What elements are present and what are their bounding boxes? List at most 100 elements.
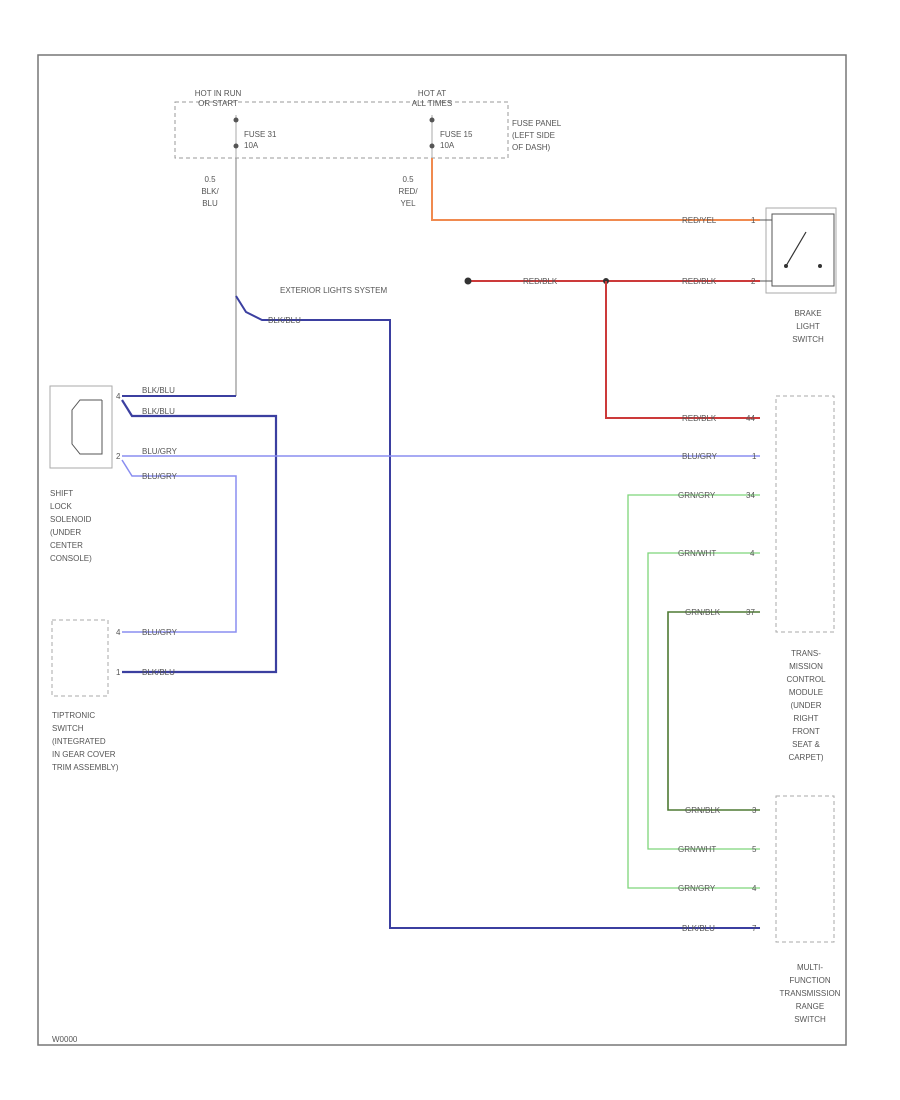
brake-light-switch bbox=[765, 207, 837, 294]
tiptronic-switch bbox=[51, 619, 109, 697]
fuse-panel-box bbox=[174, 101, 509, 159]
mf-pin-1: 3 bbox=[752, 806, 757, 815]
brake-switch-label-3: SWITCH bbox=[792, 335, 824, 344]
brake-pin-1: 1 bbox=[751, 216, 756, 225]
red-blk-wire-drop bbox=[605, 281, 760, 419]
grn-wht-wire bbox=[647, 552, 760, 850]
shift-lock-label-3: SOLENOID bbox=[50, 515, 92, 524]
left-fuse-label-1: FUSE 31 bbox=[244, 130, 277, 139]
right-power-label-2: ALL TIMES bbox=[412, 99, 452, 108]
right-fuse-contact-bottom bbox=[429, 143, 435, 149]
red-blk-tcm-label: RED/BLK bbox=[682, 414, 717, 423]
solenoid-coil bbox=[71, 399, 103, 455]
brake-switch-label-2: LIGHT bbox=[796, 322, 820, 331]
tcm-pin-blk: 37 bbox=[746, 608, 755, 617]
transmission-control-module bbox=[775, 395, 835, 633]
shift-wire-2-label: BLK/BLU bbox=[142, 407, 175, 416]
fuse-panel-label-3: OF DASH) bbox=[512, 143, 551, 152]
tcm-label-1: TRANS- bbox=[791, 649, 821, 658]
left-fuse-contact-top bbox=[233, 117, 239, 123]
mfs-label-5: SWITCH bbox=[794, 1015, 826, 1024]
brake-pin-2: 2 bbox=[751, 277, 756, 286]
blu-gry-tcm-label: BLU/GRY bbox=[682, 452, 718, 461]
shift-pin-1: 4 bbox=[116, 392, 121, 401]
mf-pin-4: 7 bbox=[752, 924, 757, 933]
left-power-label-2: OR START bbox=[198, 99, 238, 108]
brake-switch-contact bbox=[785, 231, 807, 267]
grn-wht-1-label: GRN/WHT bbox=[678, 549, 716, 558]
tip-wire-1-label: BLU/GRY bbox=[142, 628, 178, 637]
brake-switch-terminal bbox=[818, 264, 822, 268]
brake-switch-pivot bbox=[784, 264, 788, 268]
tip-pin-1: 4 bbox=[116, 628, 121, 637]
tcm-pin-red: 44 bbox=[746, 414, 755, 423]
right-drop-label-2: RED/ bbox=[398, 187, 418, 196]
tiptronic-label-1: TIPTRONIC bbox=[52, 711, 95, 720]
tcm-label-4: MODULE bbox=[789, 688, 823, 697]
left-drop-label-1: 0.5 bbox=[204, 175, 216, 184]
shift-lock-label-1: SHIFT bbox=[50, 489, 73, 498]
tiptronic-label-5: TRIM ASSEMBLY) bbox=[52, 763, 119, 772]
grn-blk-2-label: GRN/BLK bbox=[685, 806, 721, 815]
right-drop-label-3: YEL bbox=[400, 199, 416, 208]
right-fuse-label-1: FUSE 15 bbox=[440, 130, 473, 139]
mfs-label-1: MULTI- bbox=[797, 963, 823, 972]
tcm-label-5: (UNDER bbox=[790, 701, 821, 710]
fuse-panel-label-2: (LEFT SIDE bbox=[512, 131, 555, 140]
shift-wire-4 bbox=[121, 459, 237, 633]
red-yel-label: RED/YEL bbox=[682, 216, 717, 225]
shift-wire-4-label: BLU/GRY bbox=[142, 472, 178, 481]
red-blk-left-label: RED/BLK bbox=[523, 277, 558, 286]
brake-switch-inner bbox=[771, 213, 835, 287]
left-fuse-contact-bottom bbox=[233, 143, 239, 149]
mf-pin-3: 4 bbox=[752, 884, 757, 893]
grn-gry-2-label: GRN/GRY bbox=[678, 884, 716, 893]
left-power-label-1: HOT IN RUN bbox=[195, 89, 242, 98]
shift-lock-solenoid bbox=[49, 385, 113, 469]
shift-wire-3-label: BLU/GRY bbox=[142, 447, 178, 456]
fuse-panel-label-1: FUSE PANEL bbox=[512, 119, 562, 128]
exterior-lights-arrow bbox=[464, 277, 472, 285]
tcm-pin-blu: 1 bbox=[752, 452, 757, 461]
tcm-pin-wht: 4 bbox=[750, 549, 755, 558]
shift-lock-label-6: CONSOLE) bbox=[50, 554, 92, 563]
mf-pin-2: 5 bbox=[752, 845, 757, 854]
tiptronic-label-3: (INTEGRATED bbox=[52, 737, 106, 746]
shift-pin-3: 2 bbox=[116, 452, 121, 461]
tcm-label-6: RIGHT bbox=[794, 714, 819, 723]
red-yel-wire bbox=[431, 158, 760, 221]
left-drop-label-3: BLU bbox=[202, 199, 218, 208]
tcm-label-9: CARPET) bbox=[788, 753, 823, 762]
mfs-label-2: FUNCTION bbox=[789, 976, 831, 985]
diagram-border bbox=[37, 54, 847, 1046]
tcm-pin-gry: 34 bbox=[746, 491, 755, 500]
left-fuse-label-2: 10A bbox=[244, 141, 259, 150]
tiptronic-label-4: IN GEAR COVER bbox=[52, 750, 116, 759]
shift-wire-1-label: BLK/BLU bbox=[142, 386, 175, 395]
shift-lock-label-5: CENTER bbox=[50, 541, 83, 550]
grn-gry-1-label: GRN/GRY bbox=[678, 491, 716, 500]
tiptronic-label-2: SWITCH bbox=[52, 724, 84, 733]
brake-switch-label-1: BRAKE bbox=[794, 309, 821, 318]
mfs-label-4: RANGE bbox=[796, 1002, 824, 1011]
red-blk-top-label: RED/BLK bbox=[682, 277, 717, 286]
mfs-label-3: TRANSMISSION bbox=[780, 989, 841, 998]
blk-blu-mf-label: BLK/BLU bbox=[682, 924, 715, 933]
right-power-label-1: HOT AT bbox=[418, 89, 446, 98]
blk-blu-branch-wire bbox=[235, 295, 760, 929]
right-drop-label-1: 0.5 bbox=[402, 175, 414, 184]
exterior-lights-label: EXTERIOR LIGHTS SYSTEM bbox=[280, 286, 387, 295]
tcm-label-3: CONTROL bbox=[786, 675, 826, 684]
grn-gry-wire bbox=[627, 494, 760, 889]
grn-wht-2-label: GRN/WHT bbox=[678, 845, 716, 854]
multi-function-switch bbox=[775, 795, 835, 943]
blk-blu-branch-label: BLK/BLU bbox=[268, 316, 301, 325]
tip-pin-2: 1 bbox=[116, 668, 121, 677]
right-fuse-contact-top bbox=[429, 117, 435, 123]
grn-blk-1-label: GRN/BLK bbox=[685, 608, 721, 617]
tcm-label-8: SEAT & bbox=[792, 740, 820, 749]
tcm-label-7: FRONT bbox=[792, 727, 820, 736]
right-fuse-label-2: 10A bbox=[440, 141, 455, 150]
shift-lock-label-2: LOCK bbox=[50, 502, 72, 511]
